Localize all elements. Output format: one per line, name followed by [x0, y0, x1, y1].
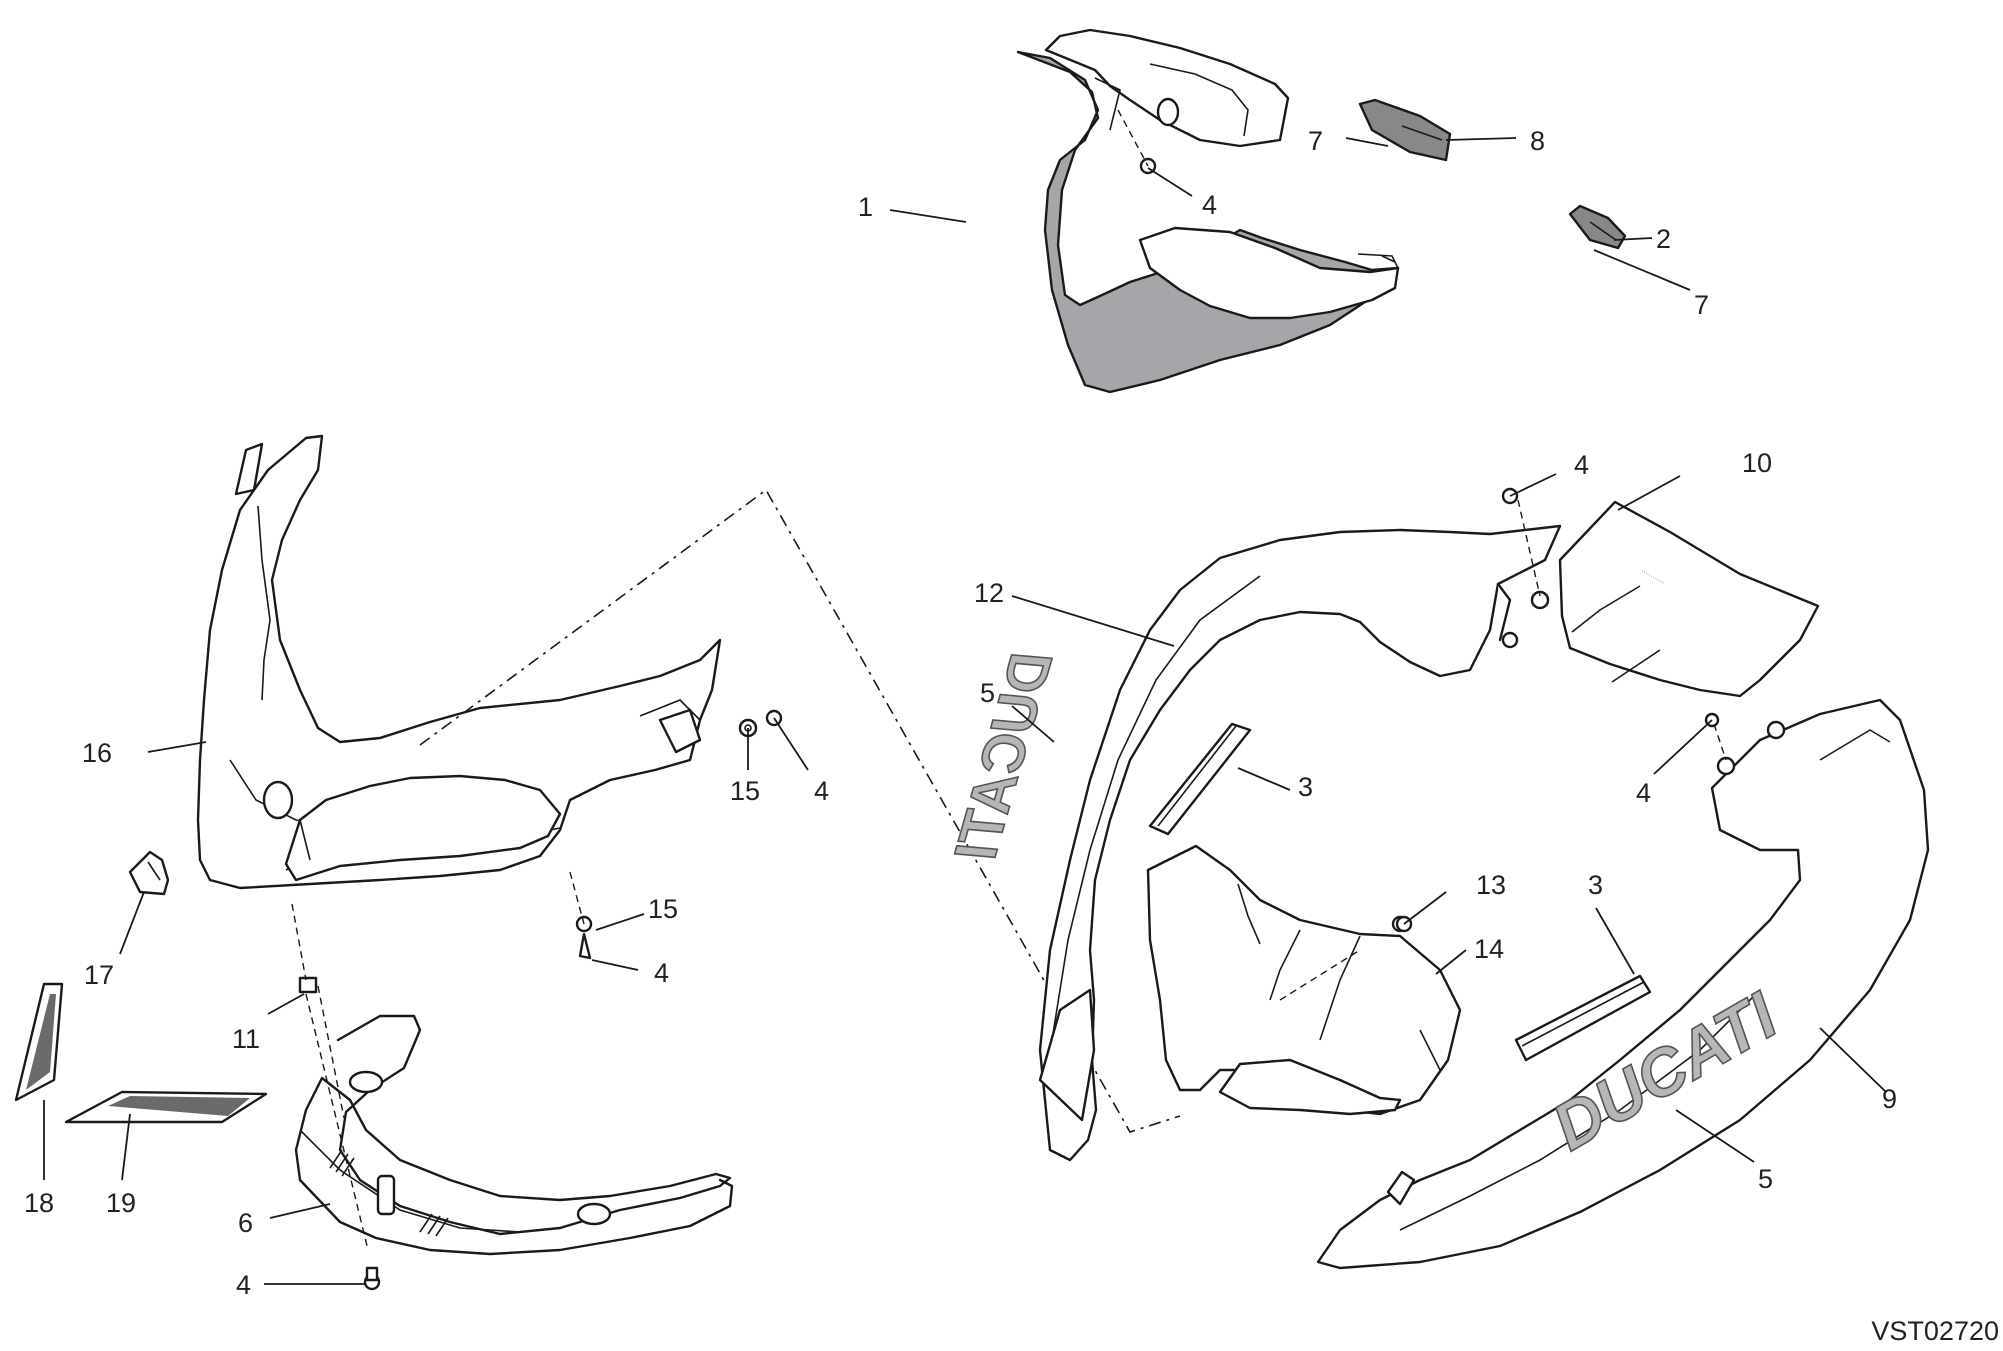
callout-16: 16: [82, 738, 112, 768]
callout-4b: 4: [1574, 450, 1589, 480]
callout-labels: 1 2 3 3 4 4 4 4 4 4 5 5 6 7 7 8 9 10 11 …: [24, 126, 1897, 1300]
part-lower-chin: [294, 1014, 734, 1256]
part-shield-10: ··········: [1558, 500, 1820, 698]
part-strip-3b: [1514, 974, 1652, 1062]
callout-4d: 4: [814, 776, 829, 806]
callout-14: 14: [1474, 934, 1504, 964]
callout-4c: 4: [1636, 778, 1651, 808]
part-strip-3a: [1148, 722, 1252, 836]
callout-3a: 3: [1298, 772, 1313, 802]
callout-15b: 15: [648, 894, 678, 924]
callout-18: 18: [24, 1188, 54, 1218]
callout-4e: 4: [654, 958, 669, 988]
part-upper-fairing: [1016, 28, 1400, 394]
callout-2: 2: [1656, 224, 1671, 254]
part-inner-bracket-14: [1146, 844, 1462, 1116]
screw-icon: [1117, 109, 1157, 175]
callout-13: 13: [1476, 870, 1506, 900]
callout-6: 6: [238, 1208, 253, 1238]
callout-12: 12: [974, 578, 1004, 608]
callout-10: 10: [1742, 448, 1772, 478]
callout-5b: 5: [1758, 1164, 1773, 1194]
callout-11: 11: [232, 1024, 260, 1054]
sticker-19: [64, 1090, 268, 1124]
callout-17: 17: [84, 960, 114, 990]
part-left-fairing: [196, 434, 722, 890]
ducati-decal-12: DUCATI: [943, 643, 1065, 869]
callout-1: 1: [858, 192, 873, 222]
callout-3b: 3: [1588, 870, 1603, 900]
callout-4a: 4: [1202, 190, 1217, 220]
part-clip-8: [1358, 98, 1452, 162]
callout-7a: 7: [1308, 126, 1323, 156]
sticker-18: [14, 982, 64, 1102]
callout-4f: 4: [236, 1270, 251, 1300]
callout-19: 19: [106, 1188, 136, 1218]
leader-lines: [43, 137, 1887, 1285]
part-badge-17: [128, 850, 170, 896]
part-clip-2: [1568, 204, 1627, 250]
assembly-line: [419, 488, 1181, 1133]
callout-5a: 5: [980, 678, 995, 708]
callout-8: 8: [1530, 126, 1545, 156]
callout-15a: 15: [730, 776, 760, 806]
fastener-11: [291, 903, 369, 1251]
drawing-code: VST02720: [1871, 1316, 1999, 1346]
callout-7b: 7: [1694, 290, 1709, 320]
screw-icon: [363, 1266, 381, 1291]
callout-9: 9: [1882, 1084, 1897, 1114]
